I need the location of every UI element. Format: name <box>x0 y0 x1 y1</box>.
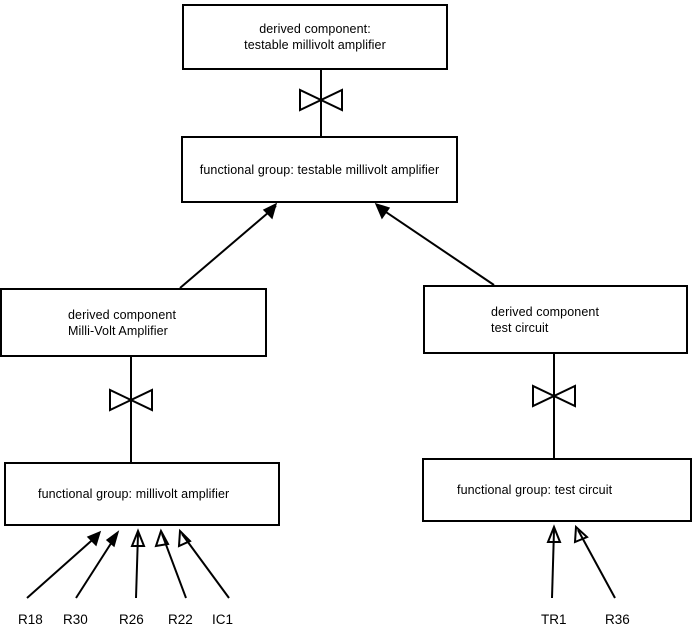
bowtie-left-triangle-icon <box>109 388 134 412</box>
arrowhead-icon <box>262 202 278 220</box>
node-label: derived component Milli-Volt Amplifier <box>68 307 177 338</box>
arrowhead-icon <box>546 524 562 543</box>
connector-arrow-r26 <box>130 528 146 599</box>
node-label: functional group: testable millivolt amp… <box>199 162 440 177</box>
bowtie-left-triangle-icon <box>299 88 324 112</box>
connector-arrow-r18 <box>26 530 102 599</box>
node-derived-milli-volt-amplifier[interactable]: derived component Milli-Volt Amplifier <box>0 288 267 357</box>
node-label: derived component: testable millivolt am… <box>244 22 386 52</box>
leaf-label-r18[interactable]: R18 <box>18 612 43 627</box>
connector-arrow-ic1 <box>177 528 230 599</box>
connector-arrow-test-circuit-to-testable-group <box>374 202 495 286</box>
node-label: functional group: millivolt amplifier <box>38 487 230 501</box>
arrowhead-icon <box>177 528 192 548</box>
arrowhead-icon <box>573 524 589 544</box>
leaf-label-r22[interactable]: R22 <box>168 612 193 627</box>
node-label: derived component test circuit <box>491 304 600 335</box>
node-functional-group-test-circuit[interactable]: functional group: test circuit <box>422 458 692 522</box>
connector-bowtie-top <box>299 70 343 136</box>
leaf-label-tr1[interactable]: TR1 <box>541 612 567 627</box>
connector-arrow-r22 <box>154 528 187 599</box>
arrowhead-icon <box>154 528 170 548</box>
connector-bowtie-left <box>109 357 153 462</box>
leaf-label-r36[interactable]: R36 <box>605 612 630 627</box>
connector-arrow-r36 <box>573 524 616 599</box>
connector-arrow-milli-volt-amplifier-to-testable-group <box>179 202 278 289</box>
node-functional-group-testable-millivolt-amplifier[interactable]: functional group: testable millivolt amp… <box>181 136 458 203</box>
node-derived-testable-millivolt-amplifier[interactable]: derived component: testable millivolt am… <box>182 4 448 70</box>
node-derived-test-circuit[interactable]: derived component test circuit <box>423 285 688 354</box>
arrowhead-icon <box>130 528 146 547</box>
leaf-label-r30[interactable]: R30 <box>63 612 88 627</box>
leaf-label-ic1[interactable]: IC1 <box>212 612 234 627</box>
bowtie-right-triangle-icon <box>551 384 576 408</box>
node-label: functional group: test circuit <box>457 483 613 497</box>
arrowhead-icon <box>374 202 391 220</box>
connector-bowtie-right <box>532 354 576 458</box>
bowtie-right-triangle-icon <box>318 88 343 112</box>
connector-arrow-r30 <box>75 530 120 599</box>
leaf-label-r26[interactable]: R26 <box>119 612 144 627</box>
bowtie-left-triangle-icon <box>532 384 557 408</box>
arrowhead-icon <box>86 530 102 547</box>
bowtie-right-triangle-icon <box>128 388 153 412</box>
connector-arrow-tr1 <box>546 524 562 599</box>
arrowhead-icon <box>105 530 120 548</box>
node-functional-group-millivolt-amplifier[interactable]: functional group: millivolt amplifier <box>4 462 280 526</box>
